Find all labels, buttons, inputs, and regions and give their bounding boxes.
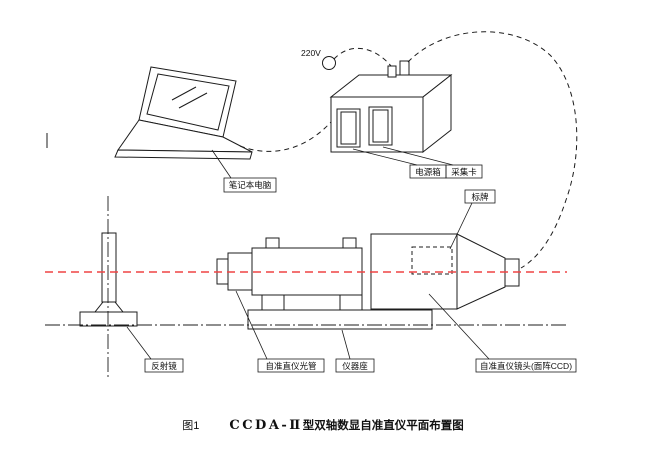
nameplate-label-box <box>464 189 496 204</box>
nameplate-outline <box>411 246 453 275</box>
collimator-tube-label: 自准直仪光管 <box>265 361 316 371</box>
reflector-mirror-plate <box>101 232 117 303</box>
component-labels: 笔记本电脑 电源箱 采集卡 标牌 反射镜 自准直仪光管 仪器座 自准直仪镜头(面… <box>144 164 577 373</box>
leader-instrument-base <box>341 329 351 360</box>
leader-laptop <box>211 149 232 179</box>
lens-head-drawing <box>370 233 520 310</box>
leader-nameplate <box>449 202 473 250</box>
laptop-label-box <box>223 177 277 193</box>
nameplate-label: 标牌 <box>471 192 489 202</box>
power-box-slot-left-inner <box>340 111 357 145</box>
laptop-label: 笔记本电脑 <box>229 180 272 190</box>
reflector-label-box <box>144 358 184 373</box>
figure-caption: 图1 CCDA-Ⅱ 型双轴数显自准直仪平面布置图 <box>0 417 646 433</box>
power-box-slot-right-inner <box>372 109 389 143</box>
tube-support-left <box>261 294 285 311</box>
laptop-drawing <box>114 66 253 160</box>
cable-box-to-lens-head <box>407 31 578 269</box>
power-box-connector-1 <box>387 65 397 78</box>
instrument-base-label: 仪器座 <box>342 361 368 371</box>
instrument-base-drawing <box>247 309 433 330</box>
reflector-label: 反射镜 <box>151 361 177 371</box>
collimator-tube-drawing <box>216 237 363 311</box>
screen-shine-line <box>171 86 197 101</box>
figure-number: 图1 <box>182 420 200 432</box>
tube-knob-right <box>342 237 357 249</box>
power-box-slot-right <box>368 106 393 146</box>
reflector-base-plate <box>79 311 138 327</box>
power-box-drawing <box>329 60 453 154</box>
lens-head-label: 自准直仪镜头(面阵CCD) <box>480 361 572 371</box>
leader-power-box <box>352 148 418 166</box>
tube-knob-left <box>265 237 280 249</box>
figure-model-code: CCDA-Ⅱ <box>229 418 303 433</box>
reflector-foot <box>93 301 125 313</box>
leader-lines <box>126 146 490 360</box>
leader-lens-head <box>428 293 490 360</box>
power-box-connector-2 <box>399 60 410 76</box>
leader-reflector <box>126 326 152 360</box>
reflector-drawing <box>79 232 138 327</box>
leader-capture-card <box>382 146 454 166</box>
lens-head-label-box <box>475 358 577 373</box>
power-box-label: 电源箱 <box>415 167 441 177</box>
laptop-base-front <box>114 149 253 160</box>
collimator-tube-label-box <box>257 358 325 373</box>
power-box-slot-left <box>336 108 361 148</box>
capture-card-label-box <box>445 164 483 179</box>
cable-power-plug-to-box <box>333 47 392 67</box>
instrument-base-label-box <box>335 358 375 373</box>
laptop-screen-inner <box>146 73 230 131</box>
voltage-label: 220V <box>301 48 321 58</box>
cable-laptop-to-box <box>239 121 332 152</box>
leader-collimator-tube <box>235 290 268 360</box>
capture-card-label: 采集卡 <box>451 167 477 177</box>
screen-shine-line <box>178 92 208 109</box>
power-plug-symbol <box>322 56 336 70</box>
tube-support-right <box>339 294 363 311</box>
figure-title: 型双轴数显自准直仪平面布置图 <box>302 420 464 432</box>
